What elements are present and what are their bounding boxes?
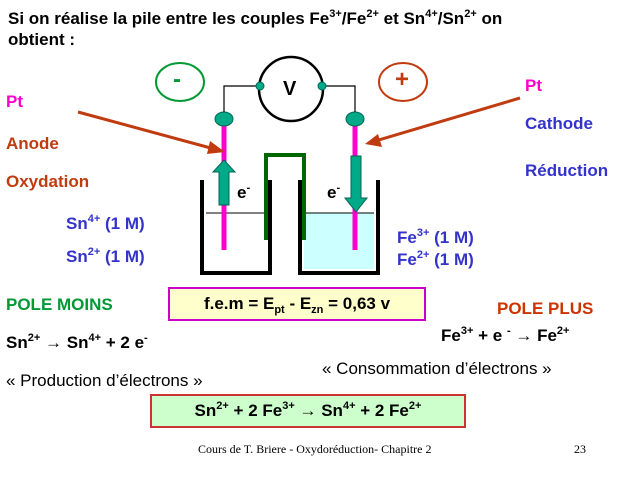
minus-sign: - bbox=[173, 66, 181, 93]
oxidation-label: Oxydation bbox=[6, 172, 90, 191]
electron-label-left: e- bbox=[237, 182, 251, 203]
plus-circle bbox=[378, 62, 428, 102]
anode-pointer bbox=[77, 110, 219, 152]
voltmeter-label: V bbox=[283, 78, 297, 100]
right-electrode-label: Pt bbox=[525, 76, 542, 95]
footer-credit: Cours de T. Briere - Oxydoréduction- Cha… bbox=[198, 442, 432, 456]
cathode-pointer bbox=[371, 96, 521, 144]
reduction-label: Réduction bbox=[525, 161, 609, 180]
anode-label: Anode bbox=[6, 134, 59, 153]
production-label: « Production d’électrons » bbox=[6, 371, 203, 390]
sn2-label: Sn2+ (1 M) bbox=[66, 246, 145, 267]
electron-label-right: e- bbox=[327, 182, 341, 203]
fe3-label: Fe3+ (1 M) bbox=[397, 227, 474, 248]
right-beaker bbox=[298, 180, 380, 275]
pole-minus-label: POLE MOINS bbox=[6, 295, 113, 314]
right-solution bbox=[304, 213, 374, 269]
right-electrode-top bbox=[345, 111, 365, 127]
left-half-reaction: Sn2+ → Sn4+ + 2 e- bbox=[6, 332, 148, 353]
right-half-reaction: Fe3+ + e - → Fe2+ bbox=[441, 325, 570, 346]
voltmeter-left-terminal bbox=[255, 81, 265, 91]
electron-arrow-up bbox=[211, 159, 237, 206]
emf-box: f.e.m = Ept - Ezn = 0,63 v bbox=[168, 287, 426, 321]
right-wire bbox=[323, 85, 356, 112]
voltmeter-right-terminal bbox=[317, 81, 327, 91]
left-electrode-top bbox=[214, 111, 234, 127]
salt-bridge bbox=[264, 153, 306, 240]
sn4-label: Sn4+ (1 M) bbox=[66, 213, 145, 234]
left-solution bbox=[206, 213, 266, 269]
plus-sign: + bbox=[395, 66, 410, 93]
left-wire bbox=[223, 85, 258, 112]
pole-plus-label: POLE PLUS bbox=[497, 299, 594, 318]
electron-arrow-down bbox=[343, 155, 369, 213]
left-beaker bbox=[200, 180, 272, 275]
cathode-label: Cathode bbox=[525, 114, 593, 133]
minus-circle bbox=[155, 62, 205, 102]
global-equation-box: Sn2+ + 2 Fe3+ → Sn4+ + 2 Fe2+ bbox=[150, 394, 466, 428]
page-title: Si on réalise la pile entre les couples … bbox=[8, 8, 503, 50]
consumption-label: « Consommation d’électrons » bbox=[322, 359, 552, 378]
page-number: 23 bbox=[574, 442, 586, 456]
fe2-label: Fe2+ (1 M) bbox=[397, 249, 474, 270]
left-electrode-label: Pt bbox=[6, 92, 23, 111]
